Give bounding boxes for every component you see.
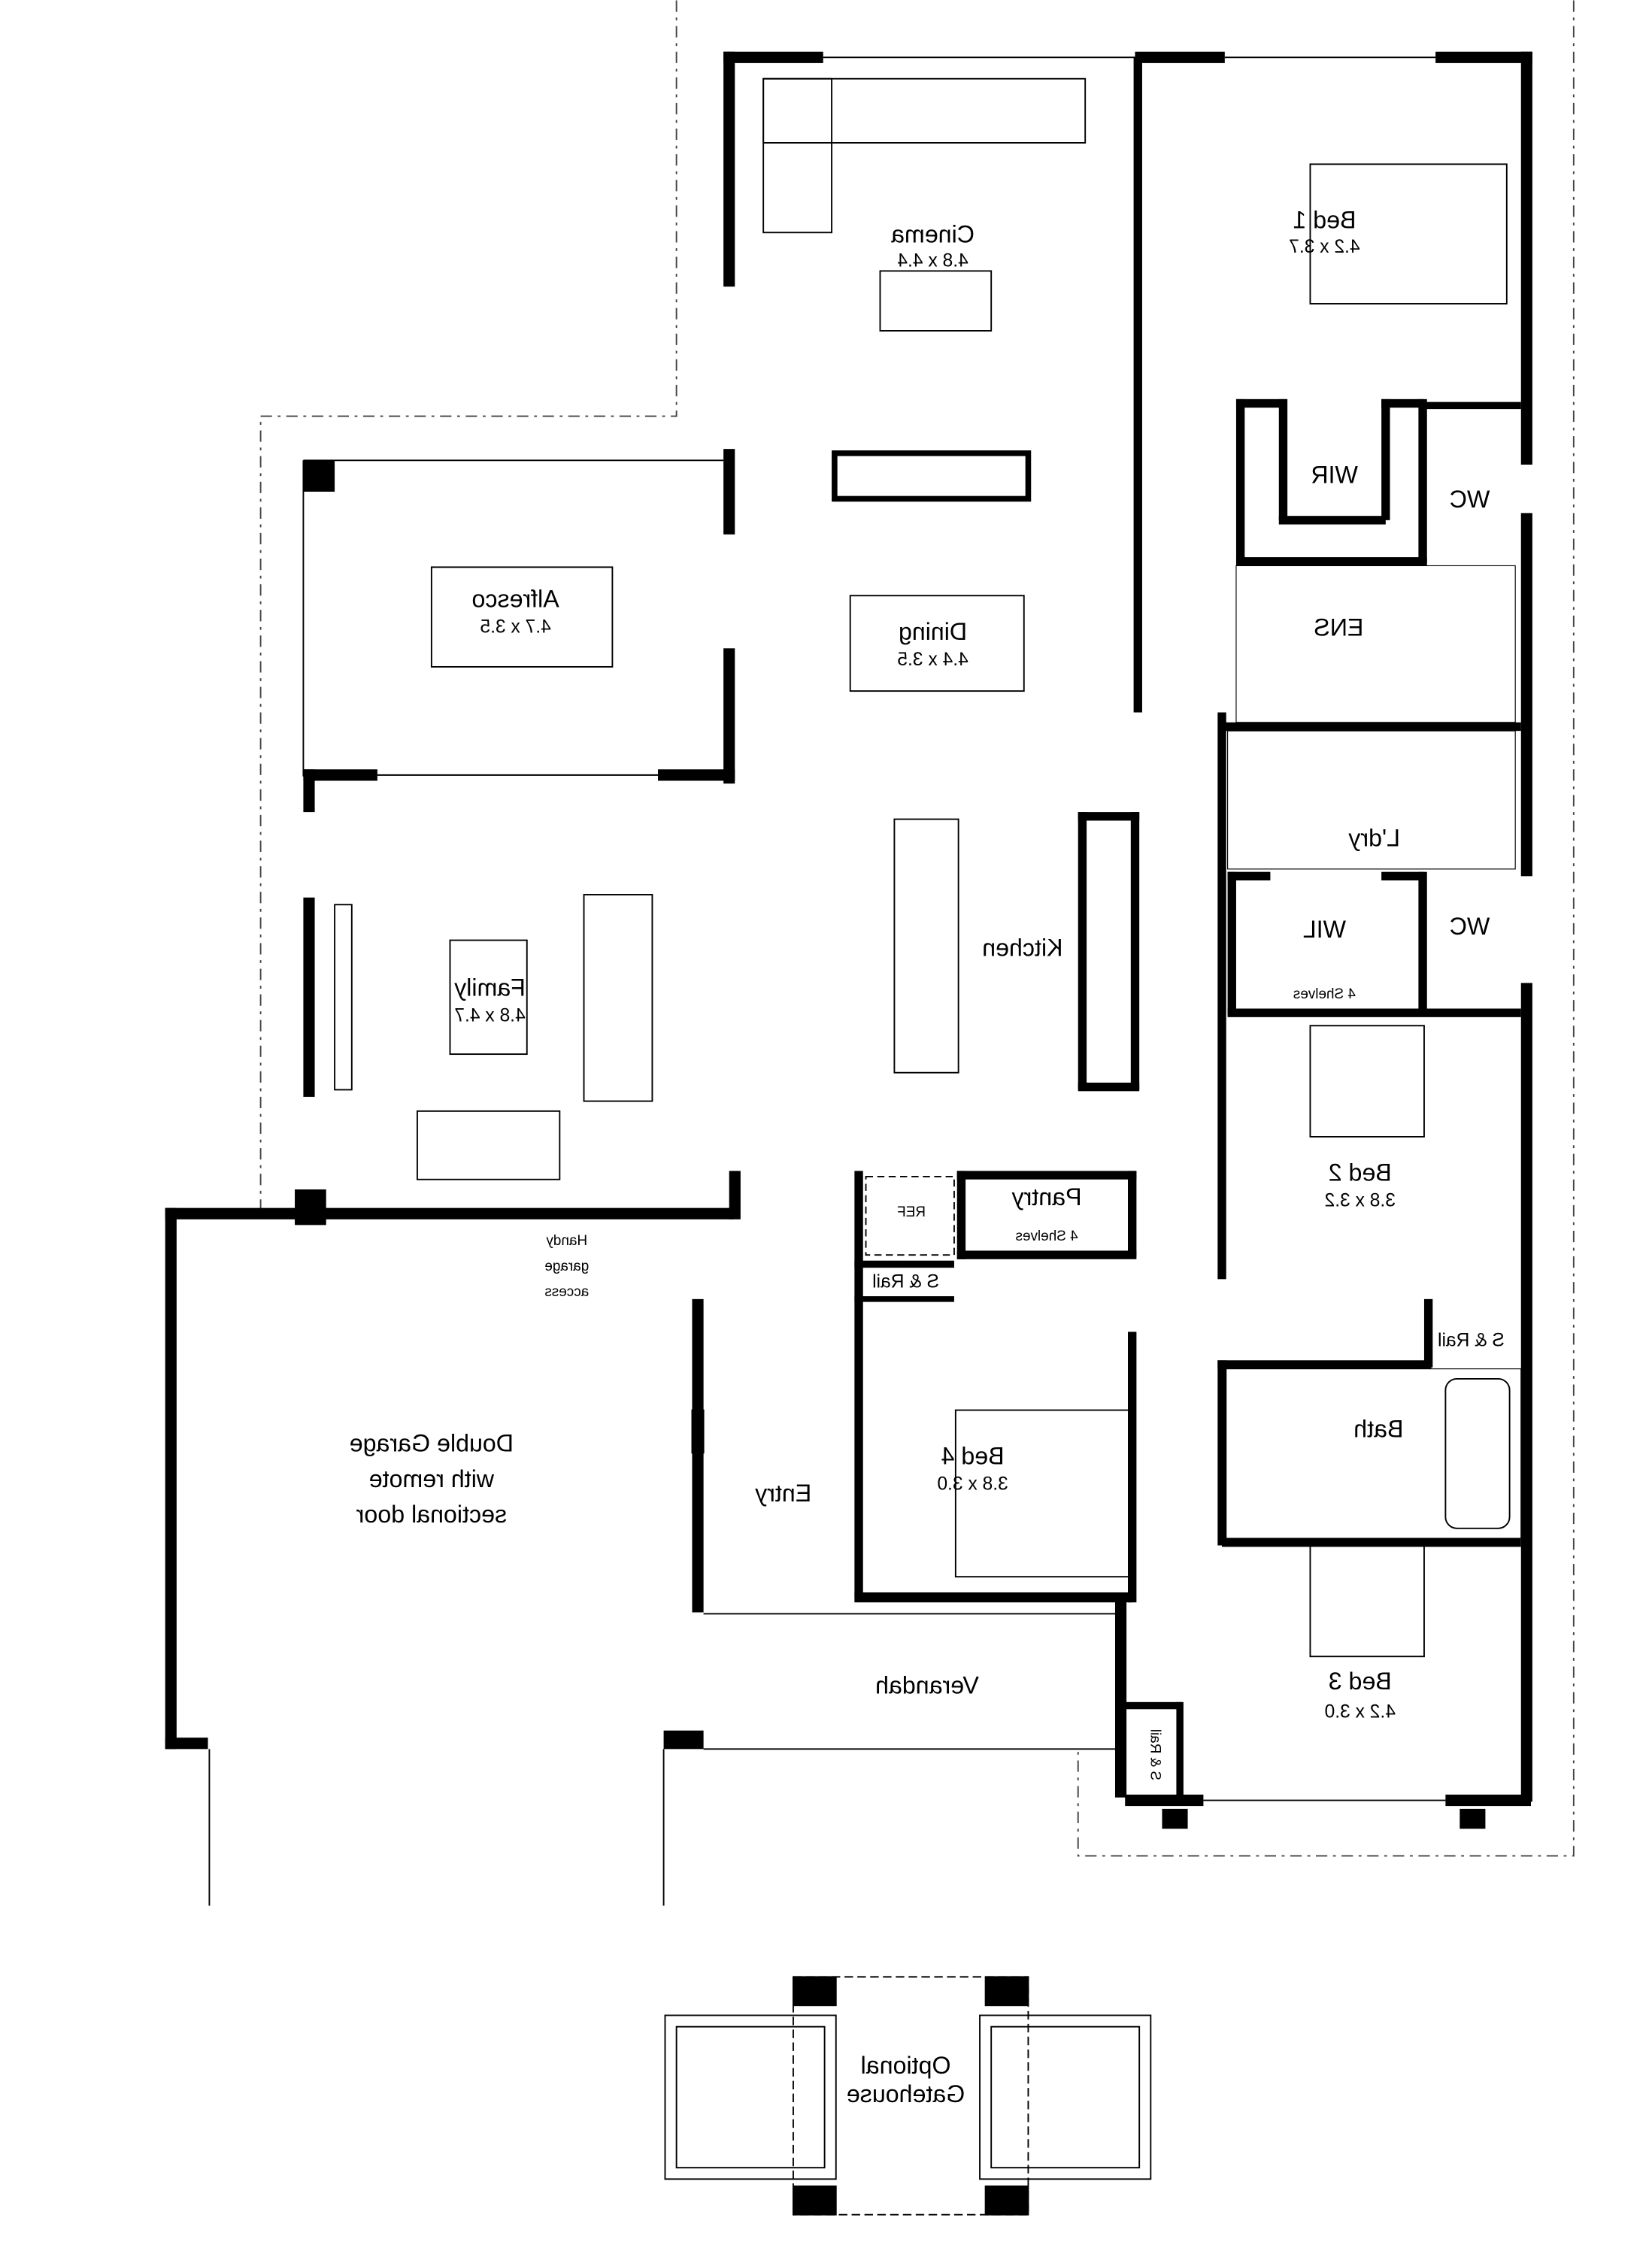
bath-label: Bath	[1353, 1416, 1403, 1443]
ens-label: ENS	[1314, 614, 1363, 641]
garage-access-line2: garage	[544, 1259, 589, 1274]
bed2-size: 3.8 x 3.2	[1325, 1191, 1396, 1211]
bed2-label: Bed 2	[1329, 1159, 1392, 1186]
pantry-label: Pantry	[1011, 1183, 1082, 1210]
room-labels: Cinema 4.8 x 4.4 Bed 1 4.2 x 3.7 WIR WC EN…	[350, 207, 1505, 2107]
bed1	[1309, 163, 1508, 304]
bed3-srail-label: S & Rail	[1147, 1729, 1162, 1780]
bed3	[1309, 1544, 1425, 1658]
gatehouse-line2: Gatehouse	[847, 2080, 965, 2107]
walls	[165, 51, 1532, 1829]
laundry-label: L'dry	[1347, 825, 1400, 852]
dining-table	[849, 595, 1025, 692]
bed2-srail-label: S & Rail	[1438, 1330, 1505, 1350]
entry-label: Entry	[754, 1480, 811, 1507]
wc1-label: WC	[1450, 486, 1490, 513]
wc2-label: WC	[1450, 913, 1490, 940]
alfresco-size: 4.7 x 3.5	[480, 617, 550, 637]
bed4	[954, 1409, 1130, 1578]
pantry-shelves: 4 Shelves	[1016, 1229, 1078, 1244]
family-sofa-2	[416, 1110, 561, 1180]
family-label: Family	[453, 974, 526, 1001]
fireplace	[832, 450, 1032, 502]
bed2	[1309, 1025, 1425, 1138]
bed4-size: 3.8 x 3.0	[937, 1474, 1008, 1495]
bed4-srail-label: S & Rail	[872, 1272, 939, 1292]
kitchen-island	[893, 818, 959, 1074]
wil-shelves: 4 Shelves	[1293, 986, 1356, 1002]
verandah-label: Verandah	[875, 1671, 979, 1698]
wil-label: WIL	[1303, 916, 1346, 943]
bathtub	[1444, 1377, 1511, 1529]
site-boundary-right	[1077, 0, 1575, 1857]
dining-size: 4.4 x 3.5	[897, 650, 968, 670]
ref-space	[865, 1176, 955, 1256]
garage-line3: sectional door	[356, 1501, 507, 1528]
bed4-label: Bed 4	[941, 1443, 1005, 1470]
kitchen-label: Kitchen	[982, 934, 1062, 961]
family-table	[449, 939, 528, 1056]
alfresco-table	[430, 566, 614, 668]
bed1-size: 4.2 x 3.7	[1289, 237, 1359, 257]
coffee-table	[879, 270, 993, 332]
garage-line2: with remote	[369, 1465, 495, 1492]
gatehouse-line1: Optional	[861, 2052, 951, 2079]
garage-access-line1: Handy	[546, 1233, 587, 1249]
garage-door-pillar	[691, 1409, 705, 1454]
bed1-label: Bed 1	[1293, 207, 1356, 234]
tv-unit	[334, 904, 353, 1091]
bed3-label: Bed 3	[1329, 1668, 1392, 1695]
cinema-label: Cinema	[891, 221, 975, 248]
dining-label: Dining	[899, 618, 967, 645]
alfresco-label: Alfresco	[471, 585, 559, 612]
bed3-size: 4.2 x 3.0	[1325, 1702, 1396, 1722]
furniture	[334, 77, 1511, 1658]
garage-line1: Double Garage	[350, 1430, 514, 1457]
ref-label: REF	[897, 1204, 926, 1220]
family-size: 4.8 x 4.7	[454, 1006, 525, 1026]
cinema-sofa	[762, 77, 1087, 144]
wir-label: WIR	[1311, 462, 1358, 489]
site-boundary-left	[259, 0, 677, 1214]
garage-access-line3: access	[544, 1284, 589, 1300]
cinema-size: 4.8 x 4.4	[897, 251, 968, 271]
family-sofa	[583, 894, 653, 1102]
ens-tiles	[1226, 565, 1522, 1539]
gatehouse	[664, 1976, 1152, 2216]
